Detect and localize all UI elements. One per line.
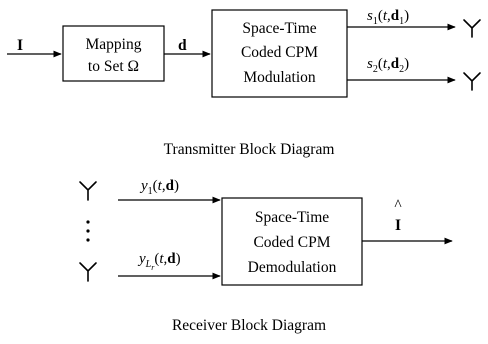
- receiver-caption: Receiver Block Diagram: [172, 317, 326, 334]
- modulation-block-line-1: Space-Time: [242, 20, 316, 37]
- ellipsis-dot-1: [86, 220, 90, 224]
- tx-antenna-1-icon: [463, 19, 481, 38]
- input-signal-label: I: [17, 37, 23, 54]
- demodulation-block-line-2: Coded CPM: [253, 234, 330, 251]
- modulation-block: Space-Time Coded CPM Modulation: [211, 9, 348, 98]
- mapping-block-line-2: to Set Ω: [88, 58, 139, 75]
- modulation-block-box: [211, 9, 348, 98]
- output-signal-1-label: s1(t,d1): [367, 8, 409, 27]
- demodulation-block: Space-Time Coded CPM Demodulation: [221, 197, 363, 286]
- tx-antenna-2-icon: [463, 72, 481, 91]
- ellipsis-dot-2: [86, 229, 90, 233]
- mapping-block-line-1: Mapping: [86, 36, 142, 53]
- estimate-hat: ^: [394, 197, 402, 214]
- estimated-output-label: I: [395, 217, 401, 234]
- ellipsis-dot-3: [86, 238, 90, 242]
- received-signal-1-label: y1(t,d): [139, 178, 179, 197]
- modulation-block-line-3: Modulation: [243, 69, 316, 86]
- transmitter-diagram: I Mapping to Set Ω d Space-Time Coded CP…: [7, 8, 481, 158]
- demodulation-block-line-3: Demodulation: [248, 259, 337, 276]
- receiver-diagram: y1(t,d) yLr(t,d) Space-Time Coded CPM De…: [79, 178, 453, 334]
- received-signal-2-label: yLr(t,d): [137, 251, 181, 272]
- output-signal-2-label: s2(t,d2): [367, 56, 409, 75]
- mapping-block: Mapping to Set Ω: [62, 25, 165, 82]
- rx-antenna-1-icon: [79, 181, 97, 201]
- rx-antenna-2-icon: [79, 262, 97, 282]
- mapped-symbols-label: d: [178, 37, 187, 54]
- transmitter-caption: Transmitter Block Diagram: [164, 141, 335, 158]
- demodulation-block-line-1: Space-Time: [255, 209, 329, 226]
- modulation-block-line-2: Coded CPM: [241, 44, 318, 61]
